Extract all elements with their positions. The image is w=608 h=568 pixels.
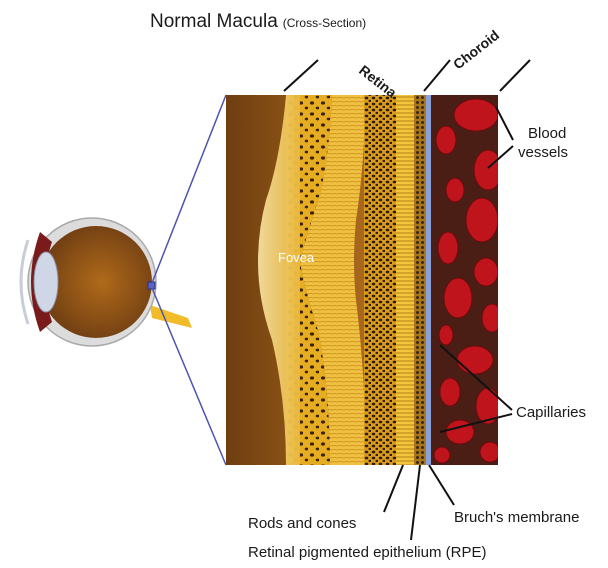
choroid-bracket-right xyxy=(500,60,530,91)
bruchs-membrane-label: Bruch's membrane xyxy=(454,509,579,526)
retina-bracket-right xyxy=(424,60,450,91)
rods-cones-layer xyxy=(396,95,414,465)
choroid-label: Choroid xyxy=(450,27,502,73)
retina-bracket-left xyxy=(284,60,318,91)
blood-vessels-label: Bloodvessels xyxy=(518,125,568,161)
optic-nerve xyxy=(150,305,192,328)
rods-and-cones-label: Rods and cones xyxy=(248,515,356,532)
blood-vessels-leader-top xyxy=(496,107,513,140)
rpe-leader xyxy=(411,465,420,540)
nuclear-layer xyxy=(364,95,396,465)
rpe-label: Retinal pigmented epithelium (RPE) xyxy=(248,544,486,561)
macula-marker xyxy=(148,282,155,289)
bruchs-membrane-layer xyxy=(426,95,431,465)
connector-line-top xyxy=(152,95,226,283)
title-sub: (Cross-Section) xyxy=(283,16,366,30)
diagram-title: Normal Macula (Cross-Section) xyxy=(150,11,366,32)
title-main: Normal Macula xyxy=(150,11,278,32)
retina-label: Retina xyxy=(356,62,400,101)
capillaries-label: Capillaries xyxy=(516,404,586,421)
bruchs-leader xyxy=(429,465,454,505)
eye-illustration xyxy=(21,218,192,346)
cornea xyxy=(21,240,28,324)
rods-cones-leader xyxy=(384,465,403,512)
rpe-layer xyxy=(414,95,426,465)
fovea-label: Fovea xyxy=(278,250,315,265)
cross-section-panel xyxy=(226,95,502,465)
lens xyxy=(34,252,58,312)
connector-line-bottom xyxy=(152,288,226,465)
